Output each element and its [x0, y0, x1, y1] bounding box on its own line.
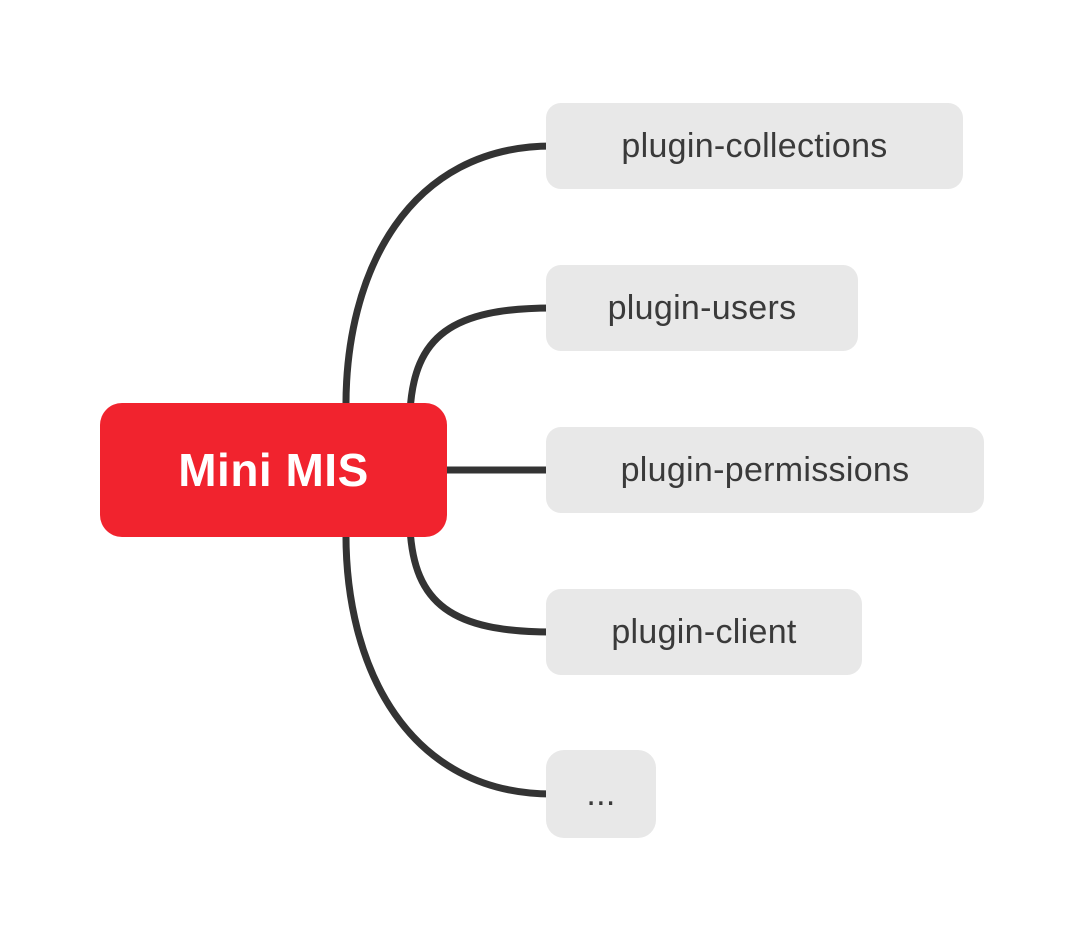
child-node-plugin-collections[interactable]: plugin-collections	[546, 103, 963, 189]
root-node-mini-mis[interactable]: Mini MIS	[100, 403, 447, 537]
child-node-plugin-permissions[interactable]: plugin-permissions	[546, 427, 984, 513]
child-node-label: plugin-collections	[621, 126, 888, 165]
root-node-label: Mini MIS	[178, 444, 369, 496]
child-node-label: plugin-users	[607, 288, 797, 327]
child-node-label: ...	[586, 774, 616, 813]
connector-root-to-plugin-users	[406, 304, 556, 416]
child-node-plugin-users[interactable]: plugin-users	[546, 265, 858, 351]
child-node-label: plugin-client	[611, 612, 797, 651]
connector-root-to-plugin-client	[406, 524, 556, 636]
child-node-plugin-client[interactable]: plugin-client	[546, 589, 862, 675]
child-node-label: plugin-permissions	[620, 450, 910, 489]
connector-root-to-ellipsis	[342, 524, 556, 798]
child-node-ellipsis[interactable]: ...	[546, 750, 656, 838]
connector-root-to-plugin-collections	[342, 142, 556, 416]
